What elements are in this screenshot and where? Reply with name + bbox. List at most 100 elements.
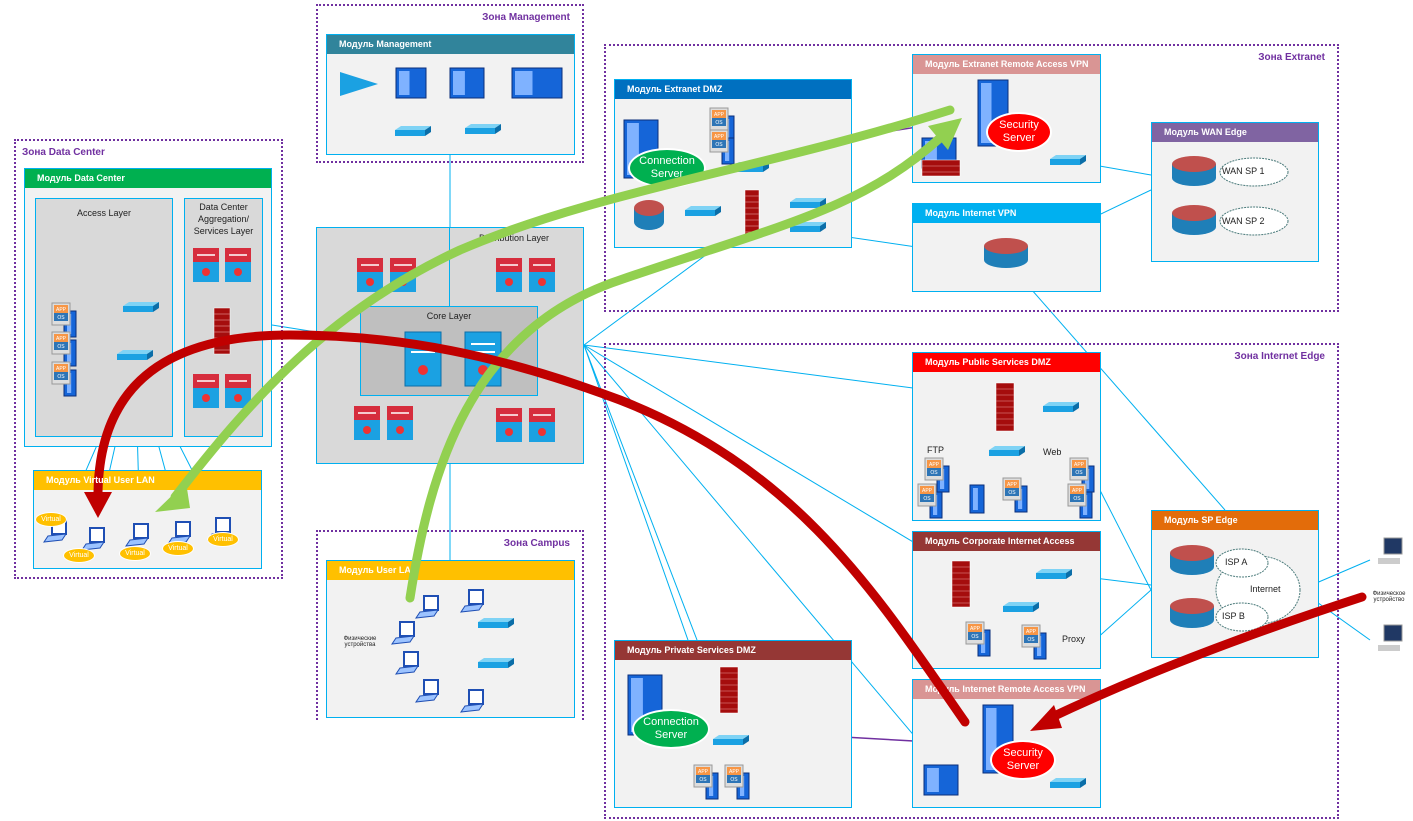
module-title: Модуль Extranet DMZ	[615, 80, 851, 99]
cloud-icon	[1219, 157, 1289, 187]
os-label: OS	[1008, 490, 1016, 496]
laptop-icon	[394, 651, 420, 675]
zone-internet-edge: Зона Internet Edge	[604, 343, 1339, 819]
green-flow-arrow	[170, 105, 955, 502]
module-title: Модуль Management	[327, 35, 574, 54]
multilayer-switch-icon	[496, 408, 522, 442]
module-title: Модуль SP Edge	[1152, 511, 1318, 530]
switch-icon	[685, 206, 721, 216]
app-label: APP	[56, 307, 67, 313]
virtual-badge: Virtual	[119, 546, 151, 561]
module-corporate-internet-access: Модуль Corporate Internet Access	[912, 531, 1101, 669]
green-flow-arrow-head	[928, 118, 962, 150]
green-flow-arrow-head	[155, 482, 190, 512]
internet-label: Internet	[1250, 584, 1281, 594]
switch-icon	[117, 350, 153, 360]
app-label: APP	[922, 488, 933, 494]
zone-label: Зона Internet Edge	[1234, 351, 1325, 362]
router-icon	[1170, 598, 1214, 628]
monitoring-icon	[511, 67, 563, 99]
app-os-icon: APP OS	[1069, 457, 1089, 481]
os-label: OS	[1073, 496, 1081, 502]
switch-icon	[713, 735, 749, 745]
laptop-icon	[390, 621, 416, 645]
app-label: APP	[56, 366, 67, 372]
red-flow-arrow-head	[1030, 705, 1062, 731]
app-label: APP	[929, 462, 940, 468]
multilayer-switch-icon	[193, 248, 219, 282]
green-flow-arrow	[405, 133, 945, 603]
cloud-icon	[1215, 602, 1269, 632]
os-label: OS	[930, 470, 938, 476]
router-icon	[1172, 205, 1216, 235]
app-label: APP	[1026, 629, 1037, 635]
app-os-icon: APP OS	[724, 764, 744, 788]
module-title: Модуль Data Center	[25, 169, 271, 188]
firewall-icon	[921, 159, 961, 177]
app-label: APP	[729, 769, 740, 775]
os-label: OS	[57, 374, 65, 380]
ids-icon	[340, 72, 378, 96]
os-label: OS	[730, 777, 738, 783]
wan-sp1-label: WAN SP 1	[1222, 166, 1265, 176]
module-header: Модуль Virtual User LAN	[34, 471, 261, 490]
switch-icon	[1036, 569, 1072, 579]
app-os-icon: APP OS	[51, 302, 71, 326]
app-os-icon: APP OS	[1002, 477, 1022, 501]
red-flow-arrow	[1045, 592, 1367, 723]
cloud-icon	[1215, 548, 1269, 578]
multilayer-switch-icon	[225, 248, 251, 282]
multilayer-switch-icon	[357, 258, 383, 292]
app-os-icon: APP OS	[924, 457, 944, 481]
zone-management: Зона Management	[316, 4, 584, 163]
firewall-icon	[951, 560, 971, 608]
module-user-lan: Модуль User LAN	[326, 560, 575, 718]
zone-campus: Зона Campus	[316, 530, 584, 720]
laptop-icon	[459, 589, 485, 613]
router-icon	[634, 200, 664, 230]
laptop-icon	[459, 689, 485, 713]
app-label: APP	[970, 626, 981, 632]
zone-label: Зона Management	[482, 12, 570, 23]
laptop-icon	[124, 523, 150, 547]
os-label: OS	[57, 315, 65, 321]
app-os-icon: APP OS	[51, 361, 71, 385]
os-label: OS	[715, 120, 723, 126]
desktop-computer-icon	[1378, 537, 1403, 564]
multilayer-switch-icon	[529, 258, 555, 292]
core-layer-label: Core Layer	[426, 311, 472, 321]
virtual-badge: Virtual	[162, 541, 194, 556]
server-icon	[969, 484, 985, 514]
switch-icon	[123, 302, 159, 312]
firewall-icon	[744, 189, 760, 237]
module-title: Модуль Public Services DMZ	[913, 353, 1100, 372]
multilayer-switch-icon	[354, 406, 380, 440]
multilayer-switch-icon	[529, 408, 555, 442]
switch-icon	[1050, 155, 1086, 165]
connection-server-label: Connection Server	[632, 709, 710, 749]
security-manager-icon	[449, 67, 485, 99]
module-title: Модуль Virtual User LAN	[46, 475, 155, 485]
os-label: OS	[715, 142, 723, 148]
link-line	[583, 344, 961, 791]
zone-label: Зона Data Center	[22, 147, 105, 158]
virtual-badge: Virtual	[63, 548, 95, 563]
os-label: OS	[1075, 470, 1083, 476]
zone-label: Зона Campus	[503, 538, 570, 549]
ftp-label: FTP	[927, 445, 944, 455]
os-label: OS	[57, 344, 65, 350]
switch-icon	[395, 126, 431, 136]
virtual-badge: Virtual	[35, 512, 67, 527]
isp-a-label: ISP A	[1225, 557, 1248, 567]
analysis-appliance-icon	[923, 764, 959, 796]
multilayer-switch-icon	[496, 258, 522, 292]
app-label: APP	[1074, 462, 1085, 468]
app-label: APP	[1007, 482, 1018, 488]
